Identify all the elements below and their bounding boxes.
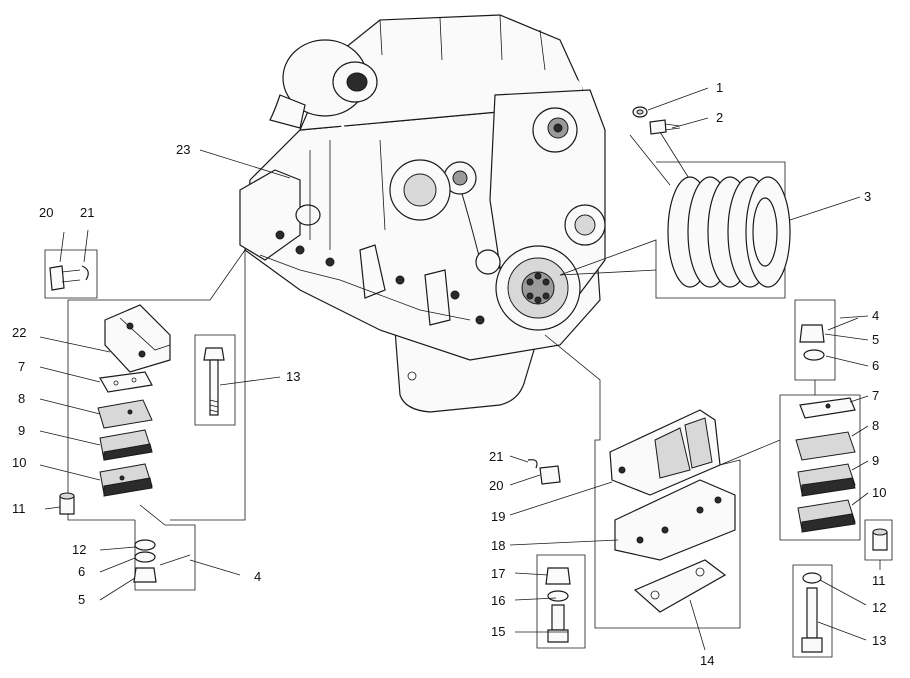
callout-21-center: 21 bbox=[489, 449, 503, 464]
callout-13-left: 13 bbox=[286, 369, 300, 384]
callout-labels: 1 2 3 4 5 6 7 8 9 10 11 12 13 14 15 16 1… bbox=[12, 80, 886, 668]
callout-12-right: 12 bbox=[872, 600, 886, 615]
callout-4-left: 4 bbox=[254, 569, 261, 584]
callout-22: 22 bbox=[12, 325, 26, 340]
right-mount-group bbox=[719, 299, 893, 658]
callout-4-right: 4 bbox=[872, 308, 879, 323]
callout-16: 16 bbox=[491, 593, 505, 608]
callout-8-right: 8 bbox=[872, 418, 879, 433]
callout-14: 14 bbox=[700, 653, 714, 668]
callout-11-right: 11 bbox=[872, 573, 886, 588]
callout-5-right: 5 bbox=[872, 332, 879, 347]
crank-pulley-group bbox=[559, 106, 791, 299]
center-mount-group bbox=[527, 334, 741, 649]
callout-11-left: 11 bbox=[12, 501, 26, 516]
callout-3: 3 bbox=[864, 189, 871, 204]
callout-6-left: 6 bbox=[78, 564, 85, 579]
callout-15: 15 bbox=[491, 624, 505, 639]
callout-23: 23 bbox=[176, 142, 190, 157]
callout-7-left: 7 bbox=[18, 359, 25, 374]
callout-5-left: 5 bbox=[78, 592, 85, 607]
callout-12-left: 12 bbox=[72, 542, 86, 557]
callout-1: 1 bbox=[716, 80, 723, 95]
leader-lines bbox=[39, 87, 881, 651]
callout-17: 17 bbox=[491, 566, 505, 581]
callout-6-right: 6 bbox=[872, 358, 879, 373]
left-mount-group bbox=[44, 249, 246, 591]
callout-7-right: 7 bbox=[872, 388, 879, 403]
callout-20-center: 20 bbox=[489, 478, 503, 493]
callout-9-left: 9 bbox=[18, 423, 25, 438]
callout-9-right: 9 bbox=[872, 453, 879, 468]
callout-8-left: 8 bbox=[18, 391, 25, 406]
callout-2: 2 bbox=[716, 110, 723, 125]
callout-10-left: 10 bbox=[12, 455, 26, 470]
callout-18: 18 bbox=[491, 538, 505, 553]
engine-assembly bbox=[239, 14, 606, 413]
callout-13-right: 13 bbox=[872, 633, 886, 648]
callout-21-left: 21 bbox=[80, 205, 94, 220]
callout-10-right: 10 bbox=[872, 485, 886, 500]
callout-19: 19 bbox=[491, 509, 505, 524]
callout-20-left: 20 bbox=[39, 205, 53, 220]
